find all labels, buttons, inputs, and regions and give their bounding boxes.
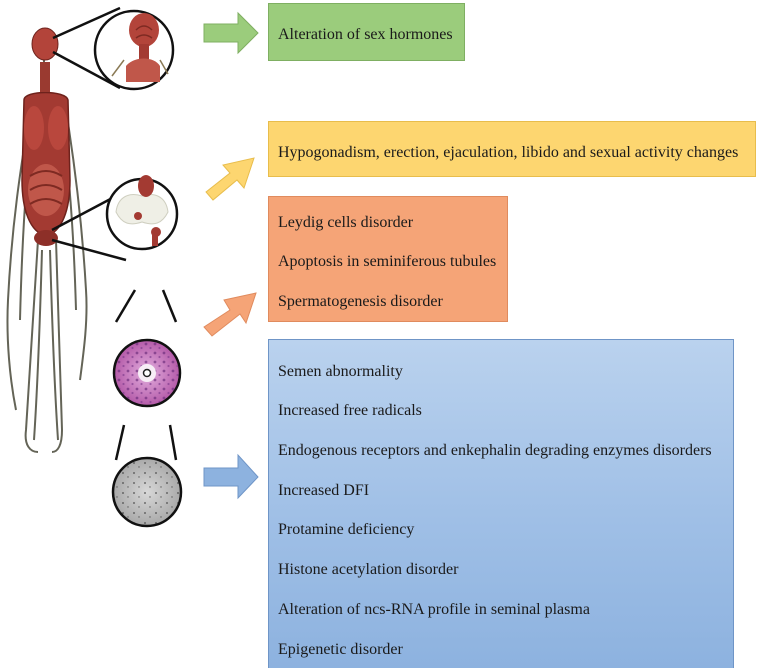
testis-disorders-box: Leydig cells disorder Apoptosis in semin… [268, 196, 508, 322]
box-item: Protamine deficiency [278, 521, 415, 538]
box-item: Alteration of sex hormones [278, 26, 453, 43]
semen-microscopy-icon [111, 456, 183, 528]
box-item: Apoptosis in seminiferous tubules [278, 253, 497, 270]
head-brain-closeup-icon [93, 9, 175, 91]
box-item: Endogenous receptors and enkephalin degr… [278, 442, 712, 459]
box-item: Leydig cells disorder [278, 214, 414, 231]
testis-histology-section-icon [112, 338, 182, 408]
sexual-function-box: Hypogonadism, erection, ejaculation, lib… [268, 121, 756, 177]
arrow-orange-icon [203, 292, 257, 337]
box-item: Spermatogenesis disorder [278, 293, 443, 310]
box-item: Increased DFI [278, 482, 370, 499]
box-item: Epigenetic disorder [278, 641, 403, 658]
arrow-blue-icon [203, 453, 259, 500]
box-item: Semen abnormality [278, 363, 403, 380]
sex-hormones-box: Alteration of sex hormones [268, 3, 465, 61]
arrow-yellow-icon [205, 157, 255, 201]
box-item: Hypogonadism, erection, ejaculation, lib… [278, 144, 739, 161]
box-item: Increased free radicals [278, 402, 422, 419]
connector-lines [51, 6, 178, 461]
box-item: Histone acetylation disorder [278, 561, 459, 578]
semen-disorders-box: Semen abnormality Increased free radical… [268, 339, 734, 668]
box-item: Alteration of ncs-RNA profile in seminal… [278, 601, 590, 618]
human-body-anatomy-icon [6, 27, 88, 453]
pelvis-reproductive-organs-icon [105, 175, 179, 251]
arrow-green-icon [203, 11, 259, 55]
